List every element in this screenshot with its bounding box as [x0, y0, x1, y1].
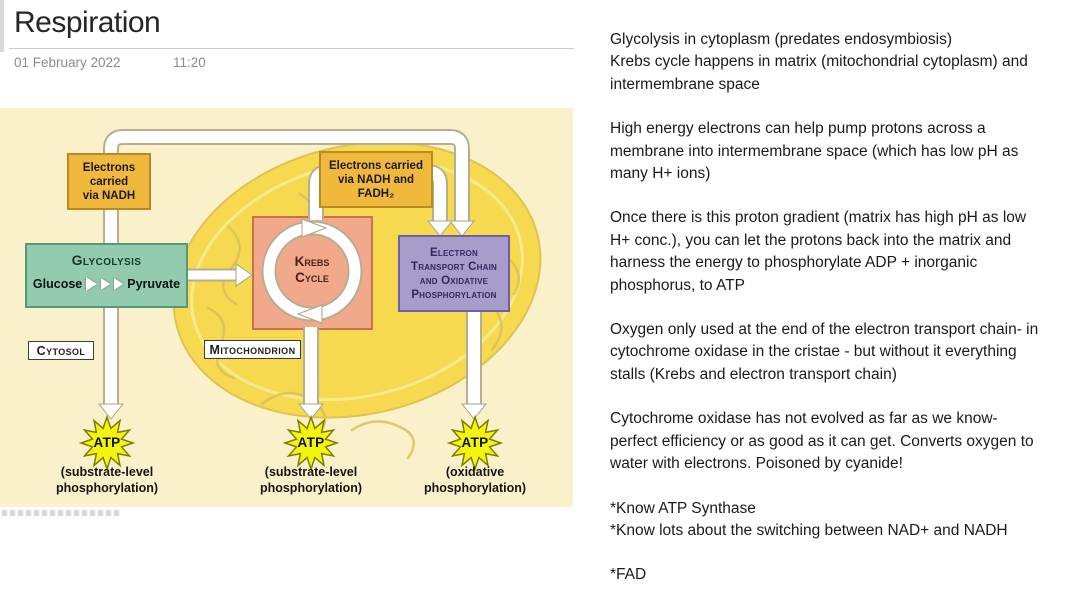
page-title[interactable]: Respiration	[14, 6, 161, 39]
electron-transport-chain-box: Electron Transport Chain and Oxidative P…	[398, 235, 510, 312]
pyruvate-label: Pyruvate	[127, 277, 181, 291]
title-divider	[9, 48, 574, 49]
atp-caption: (substrate-level phosphorylation)	[259, 465, 363, 495]
page-date: 01 February 2022	[14, 55, 121, 70]
note-paragraph[interactable]: Oxygen only used at the end of the elect…	[610, 321, 1039, 383]
mitochondrion-label: Mitochondrion	[204, 340, 301, 359]
chevron-arrow-icon	[86, 277, 98, 291]
note-paragraph[interactable]: Cytochrome oxidase has not evolved as fa…	[610, 410, 1034, 473]
electron-carrier-fadh2-box: Electrons carried via NADH and FADH₂	[319, 151, 433, 208]
chevron-arrow-icon	[114, 278, 124, 290]
chevron-arrow-icon	[101, 278, 111, 290]
cytosol-label: Cytosol	[28, 341, 94, 360]
page-edge-strip	[0, 0, 4, 52]
respiration-diagram-image[interactable]: Electrons carried via NADH Electrons car…	[0, 108, 573, 507]
note-paragraph[interactable]: Once there is this proton gradient (matr…	[610, 209, 1027, 294]
atp-stars	[78, 414, 504, 472]
note-paragraph[interactable]: *Know ATP Synthase *Know lots about the …	[610, 499, 1008, 539]
note-paragraph[interactable]: *FAD	[610, 566, 647, 584]
atp-label: ATP	[93, 435, 121, 450]
krebs-cycle-label: Krebs Cycle	[294, 254, 330, 285]
atp-star-2	[282, 414, 340, 472]
atp-label: ATP	[297, 435, 325, 450]
atp-star-3	[446, 414, 504, 472]
note-paragraph[interactable]: Glycolysis in cytoplasm (predates endosy…	[610, 31, 1028, 93]
illegible-watermark	[2, 510, 120, 516]
arrowheads	[97, 220, 488, 420]
krebs-cycle-ring	[261, 218, 363, 324]
atp-star-1	[78, 414, 136, 472]
atp-caption: (oxidative phosphorylation)	[423, 465, 527, 495]
glucose-label: Glucose	[32, 277, 83, 291]
atp-label: ATP	[461, 435, 489, 450]
note-paragraph[interactable]: High energy electrons can help pump prot…	[610, 120, 1019, 183]
glycolysis-box: Glycolysis Glucose Pyruvate	[25, 243, 188, 308]
notes-column[interactable]: Glycolysis in cytoplasm (predates endosy…	[610, 29, 1080, 609]
electron-carrier-nadh-box: Electrons carried via NADH	[67, 153, 151, 210]
page-time: 11:20	[173, 55, 206, 70]
glycolysis-title: Glycolysis	[71, 252, 142, 268]
atp-caption: (substrate-level phosphorylation)	[55, 465, 159, 495]
